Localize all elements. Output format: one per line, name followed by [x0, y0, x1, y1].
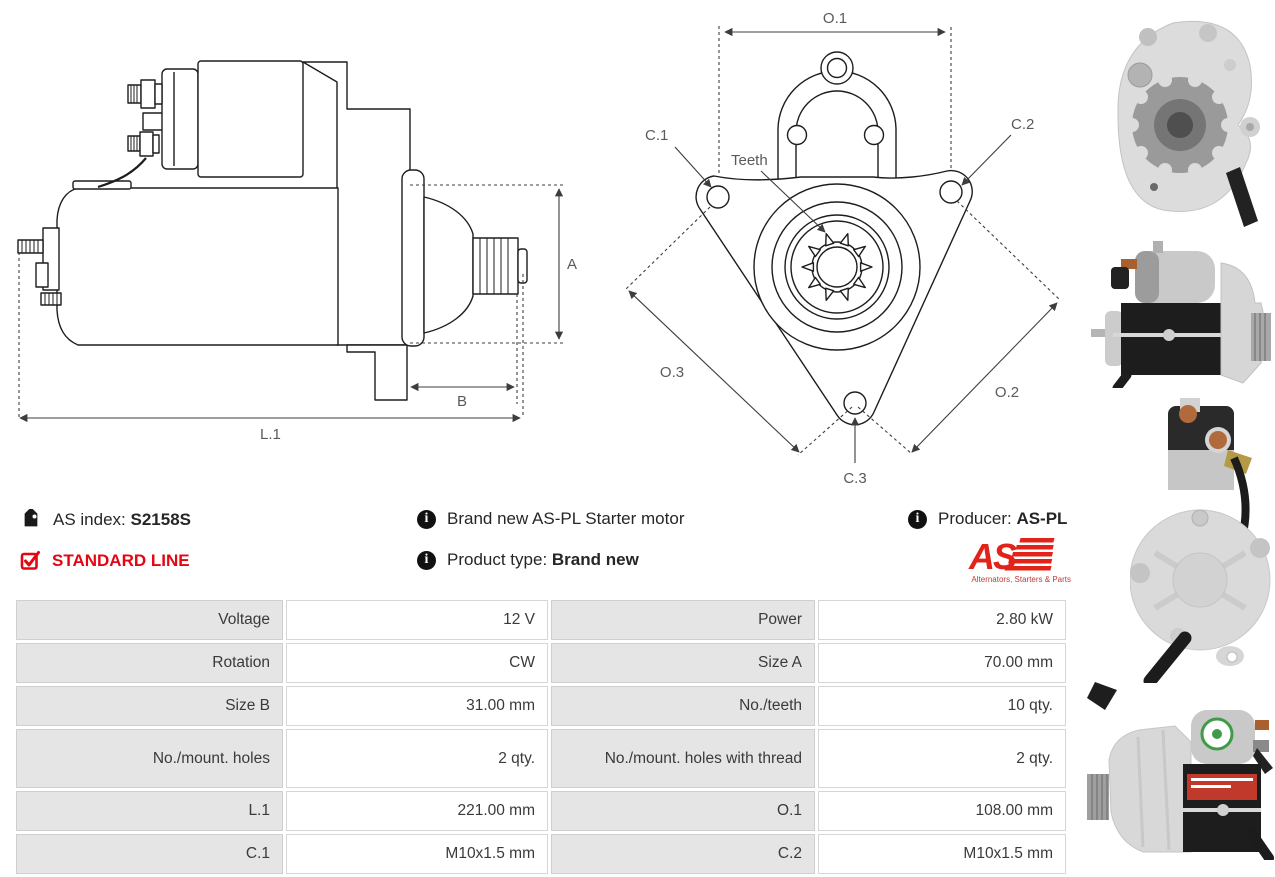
spec-value: 70.00 mm: [818, 643, 1066, 683]
spec-label: Voltage: [16, 600, 283, 640]
spec-label: No./teeth: [551, 686, 815, 726]
spec-value: 108.00 mm: [818, 791, 1066, 831]
side-view-diagram: A B L.1: [10, 42, 595, 452]
producer-text: Producer: AS-PL: [938, 509, 1068, 528]
product-photo-front[interactable]: [1088, 5, 1273, 238]
spec-label: C.1: [16, 834, 283, 874]
table-row: L.1 221.00 mm O.1 108.00 mm: [16, 791, 1066, 831]
product-type-value: Brand new: [551, 550, 639, 569]
dim-label-c3: C.3: [843, 470, 866, 487]
spec-label: No./mount. holes with thread: [551, 729, 815, 788]
brand-new-text: Brand new AS-PL Starter motor: [447, 509, 685, 528]
spec-value: 2.80 kW: [818, 600, 1066, 640]
product-type-row: i Product type: Brand new: [417, 550, 639, 570]
spec-label: Rotation: [16, 643, 283, 683]
starter-side-outline: [17, 60, 528, 401]
front-view-diagram: O.1 C.1 C.2 Teeth O.3 O.2 C.3: [615, 5, 1080, 490]
spec-value: 2 qty.: [286, 729, 548, 788]
table-row: No./mount. holes 2 qty. No./mount. holes…: [16, 729, 1066, 788]
product-photo-side-2[interactable]: [1083, 682, 1275, 865]
table-row: C.1 M10x1.5 mm C.2 M10x1.5 mm: [16, 834, 1066, 874]
dim-label-c2: C.2: [1011, 116, 1034, 133]
dim-label-teeth: Teeth: [731, 152, 768, 169]
logo-as-text: AS: [968, 536, 1017, 577]
logo-tagline: Alternators, Starters & Parts: [971, 575, 1071, 584]
info-icon: i: [417, 550, 436, 570]
dim-label-l1: L.1: [260, 426, 281, 443]
spec-value: CW: [286, 643, 548, 683]
standard-line-label: STANDARD LINE: [52, 550, 190, 570]
spec-label: Size B: [16, 686, 283, 726]
dim-label-b: B: [457, 393, 467, 410]
table-row: Rotation CW Size A 70.00 mm: [16, 643, 1066, 683]
logo-stripes: [1004, 538, 1055, 571]
product-photo-side[interactable]: [1083, 233, 1273, 393]
product-photo-rear[interactable]: [1129, 388, 1275, 688]
brand-new-row: i Brand new AS-PL Starter motor: [417, 509, 684, 529]
product-type-text: Product type: Brand new: [447, 550, 639, 569]
spec-value: M10x1.5 mm: [286, 834, 548, 874]
dim-label-o1: O.1: [823, 10, 847, 27]
spec-value: 31.00 mm: [286, 686, 548, 726]
front-dimension-lines: [625, 25, 1061, 463]
table-row: Size B 31.00 mm No./teeth 10 qty.: [16, 686, 1066, 726]
spec-label: Power: [551, 600, 815, 640]
spec-value: 221.00 mm: [286, 791, 548, 831]
spec-value: 10 qty.: [818, 686, 1066, 726]
spec-label: L.1: [16, 791, 283, 831]
spec-table: Voltage 12 V Power 2.80 kW Rotation CW S…: [16, 600, 1066, 877]
standard-line-row: STANDARD LINE: [20, 550, 190, 571]
starter-front-outline: [695, 51, 973, 426]
producer-row: i Producer: AS-PL: [908, 509, 1067, 529]
spec-label: Size A: [551, 643, 815, 683]
as-index-value: S2158S: [130, 510, 192, 529]
side-dimension-lines: [18, 184, 564, 423]
dim-label-o2: O.2: [995, 384, 1019, 401]
table-row: Voltage 12 V Power 2.80 kW: [16, 600, 1066, 640]
dim-label-c1: C.1: [645, 127, 668, 144]
spec-value: 12 V: [286, 600, 548, 640]
spec-label: O.1: [551, 791, 815, 831]
checkbox-icon: [20, 550, 41, 571]
info-icon: i: [908, 509, 927, 529]
tag-icon: [20, 509, 42, 531]
producer-value: AS-PL: [1016, 509, 1068, 528]
spec-value: M10x1.5 mm: [818, 834, 1066, 874]
spec-value: 2 qty.: [818, 729, 1066, 788]
dim-label-o3: O.3: [660, 364, 684, 381]
as-index-text: AS index: S2158S: [53, 510, 192, 529]
dim-label-a: A: [567, 256, 577, 273]
as-index-row: AS index: S2158S: [20, 509, 191, 531]
info-icon: i: [417, 509, 436, 529]
spec-label: C.2: [551, 834, 815, 874]
spec-label: No./mount. holes: [16, 729, 283, 788]
as-pl-logo: AS Alternators, Starters & Parts: [955, 536, 1073, 591]
